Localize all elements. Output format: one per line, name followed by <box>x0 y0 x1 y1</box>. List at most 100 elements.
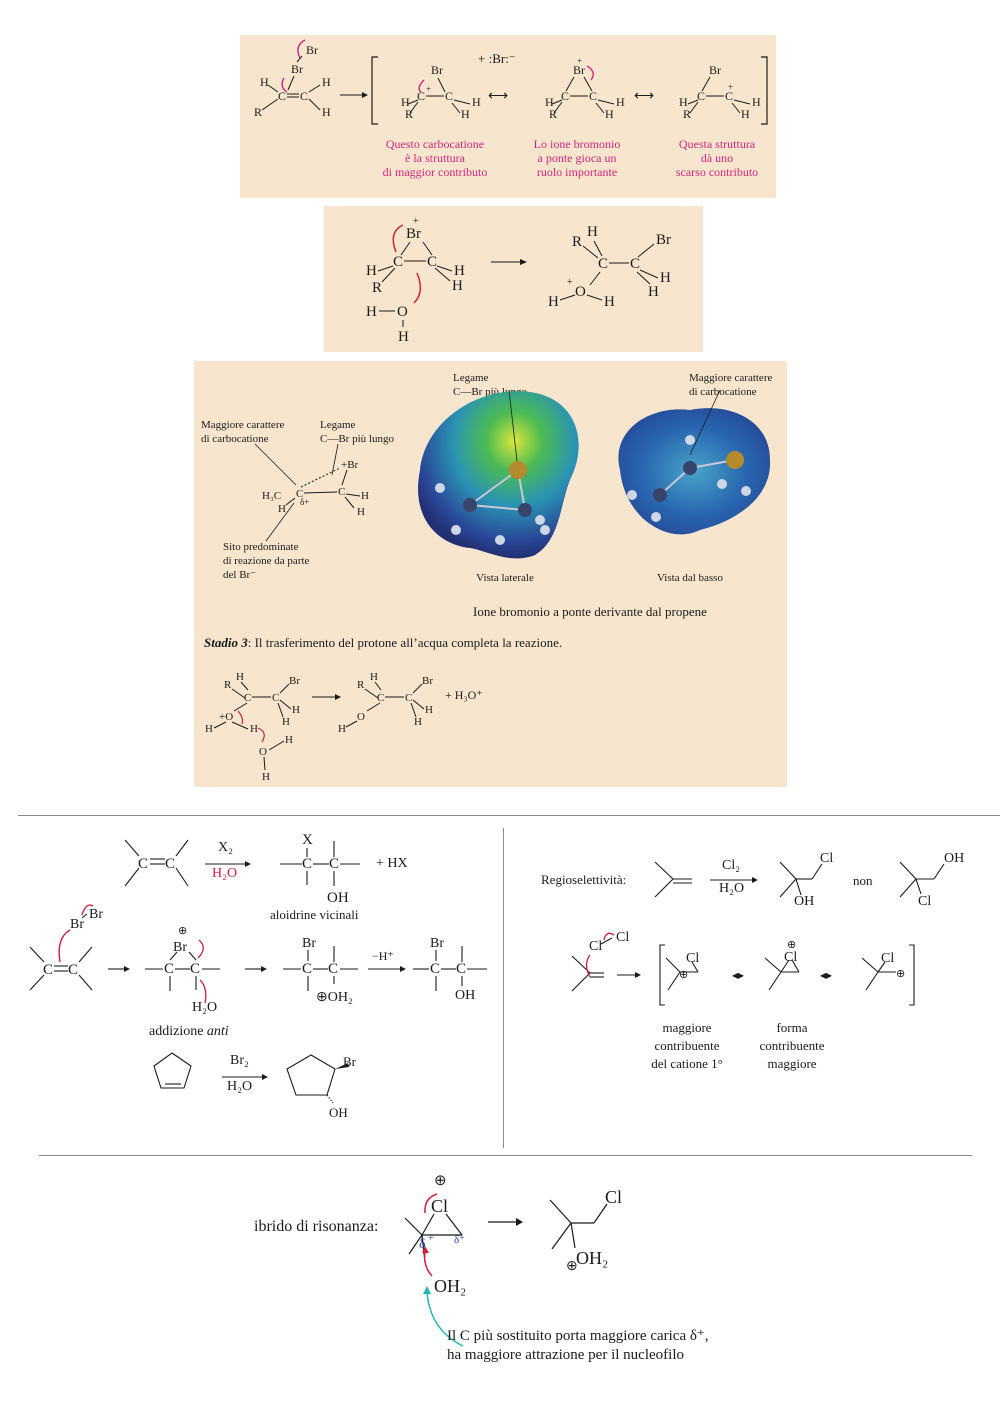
svg-text:C: C <box>300 89 308 103</box>
svg-text:⊕: ⊕ <box>787 939 796 951</box>
svg-text:H: H <box>605 107 614 121</box>
stage3-description: : Il trasferimento del protone all’acqua… <box>247 635 563 650</box>
svg-text:C: C <box>190 961 200 977</box>
svg-text:H: H <box>282 716 290 728</box>
svg-text:⊕: ⊕ <box>566 1259 578 1274</box>
svg-text:O: O <box>575 284 586 300</box>
label-carbocation-left: Maggiore carattere di carbocatione <box>201 419 285 445</box>
svg-text:C: C <box>598 256 608 272</box>
anti-word: anti <box>206 1024 229 1039</box>
svg-text:◂▸: ◂▸ <box>820 968 832 982</box>
svg-text:Br: Br <box>70 917 84 932</box>
svg-text:+O: +O <box>219 711 233 723</box>
caption-bromonium: Lo ione bromonio a ponte gioca un ruolo … <box>533 137 621 179</box>
divider-top <box>18 815 1000 816</box>
svg-text:C: C <box>329 856 339 872</box>
svg-text:C: C <box>296 488 303 500</box>
svg-text:H₃C: H₃C <box>262 490 281 502</box>
label-carbocation-model: Maggiore carattere di carbocatione <box>689 372 773 398</box>
svg-text:+: + <box>728 82 733 92</box>
model-title: Ione bromonio a ponte derivante dal prop… <box>473 604 707 619</box>
svg-text:H: H <box>425 704 433 716</box>
svg-text:Br: Br <box>173 940 187 955</box>
reagent-h2o-right: H₂O <box>719 881 745 896</box>
svg-text:H: H <box>741 107 750 121</box>
svg-text:Br: Br <box>89 907 103 922</box>
svg-text:H: H <box>414 716 422 728</box>
plus-hx: + HX <box>376 856 408 871</box>
divider-bottom <box>39 1155 972 1156</box>
caption-carbocation: Questo carbocatione è la struttura di ma… <box>382 137 488 179</box>
svg-text:Cl: Cl <box>918 894 931 909</box>
svg-text:C: C <box>165 856 175 872</box>
svg-text:OH: OH <box>944 851 964 866</box>
svg-text:C: C <box>278 89 286 103</box>
svg-text:◂▸: ◂▸ <box>732 968 744 982</box>
caption-major-form: forma contribuente maggiore <box>759 1020 825 1071</box>
mechanism-panel-stage2 <box>324 206 703 352</box>
svg-text:C: C <box>417 89 425 103</box>
caption-primary-cation: maggiore contribuente del catione 1° <box>651 1020 723 1071</box>
svg-text:Br: Br <box>306 43 318 57</box>
svg-text:H: H <box>454 263 465 279</box>
note-text: Il C più sostituito porta maggiore caric… <box>447 1328 709 1363</box>
svg-text:H: H <box>648 284 659 300</box>
svg-text:OH: OH <box>455 988 475 1003</box>
svg-text:H: H <box>278 503 286 515</box>
svg-text:C: C <box>272 692 279 704</box>
svg-text:H: H <box>357 506 365 518</box>
svg-text:C: C <box>302 961 312 977</box>
svg-text:OH: OH <box>327 890 349 906</box>
svg-text:⊕OH₂: ⊕OH₂ <box>316 990 353 1005</box>
stage1-structures: Br Br H R C C H H Br C C H R H H + <box>254 39 768 125</box>
svg-text:Cl: Cl <box>881 951 894 966</box>
svg-text:+: + <box>428 1233 434 1244</box>
svg-text:H: H <box>370 671 378 683</box>
reagent-br2: Br₂ <box>230 1053 249 1068</box>
svg-text:+: + <box>426 84 431 94</box>
reagent-cl2: Cl₂ <box>722 858 741 873</box>
svg-text:C: C <box>445 89 453 103</box>
svg-text:Cl: Cl <box>784 950 797 965</box>
caption-minor: Questa struttura dà uno scarso contribut… <box>675 137 759 179</box>
svg-text:H: H <box>398 329 409 345</box>
reagent-h2o: H₂O <box>212 866 238 881</box>
svg-text:H: H <box>366 263 377 279</box>
svg-text:R: R <box>572 234 582 250</box>
svg-text:C: C <box>68 962 78 978</box>
svg-text:Br: Br <box>656 232 671 248</box>
svg-text:Cl: Cl <box>616 930 629 945</box>
svg-text:δ⁺: δ⁺ <box>454 1234 465 1246</box>
svg-text:Br: Br <box>431 63 443 77</box>
svg-text:O: O <box>357 711 365 723</box>
water-nucleophile: H₂O <box>192 1000 218 1015</box>
svg-text:δ+: δ+ <box>300 497 309 507</box>
svg-text:C: C <box>456 961 466 977</box>
svg-text:Cl: Cl <box>431 1196 448 1216</box>
svg-text:O: O <box>397 304 408 320</box>
mechanism-panel-stage1 <box>240 35 776 198</box>
svg-text:C: C <box>725 89 733 103</box>
svg-text:H: H <box>587 224 598 240</box>
svg-text:Cl: Cl <box>820 851 833 866</box>
svg-text:H: H <box>616 95 625 109</box>
svg-text:C: C <box>377 692 384 704</box>
svg-text:H: H <box>604 294 615 310</box>
svg-text:C: C <box>697 89 705 103</box>
svg-text:H: H <box>260 75 269 89</box>
svg-text:C: C <box>138 856 148 872</box>
svg-text:H: H <box>752 95 761 109</box>
halohydrin-schemes: C C X C C OH C C Br Br <box>29 832 487 1120</box>
svg-text:C: C <box>589 89 597 103</box>
svg-text:Cl: Cl <box>686 951 699 966</box>
svg-text:Br: Br <box>573 63 585 77</box>
label-bond-model: Legame C—Br più lungo <box>453 372 527 398</box>
bromide-ion: + :Br:⁻ <box>478 51 516 66</box>
svg-text:Cl: Cl <box>605 1187 622 1207</box>
svg-text:⊕: ⊕ <box>896 968 905 980</box>
svg-text:O: O <box>259 746 267 758</box>
svg-text:C: C <box>328 961 338 977</box>
svg-text:⟷: ⟷ <box>634 89 654 104</box>
stage3-prefix: Stadio 3 <box>204 635 248 650</box>
svg-text:R: R <box>224 679 232 691</box>
